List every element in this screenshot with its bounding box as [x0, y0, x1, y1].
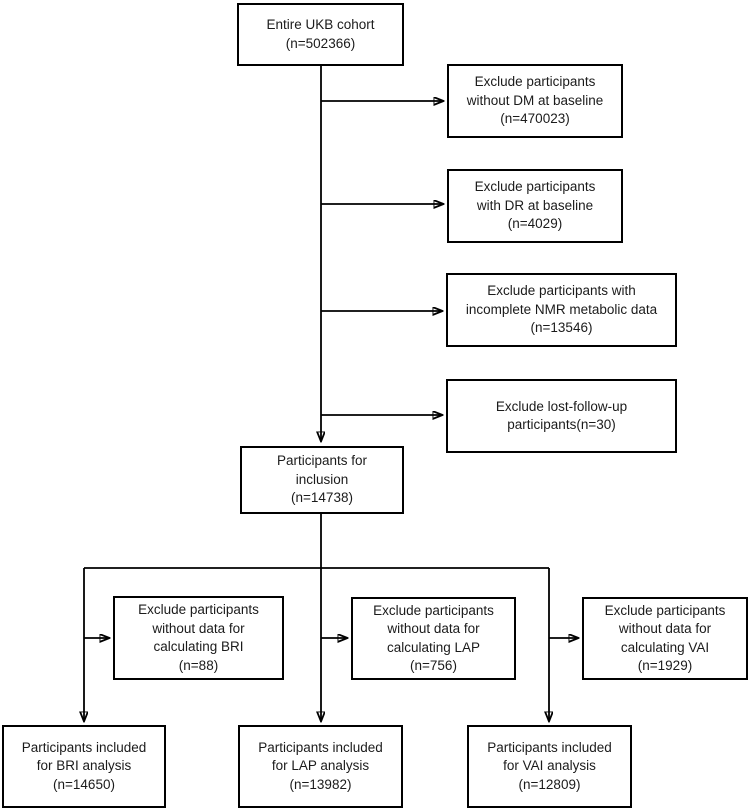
box-text-line: (n=12809)	[518, 776, 581, 792]
box-included-vai-analysis: Participants included for VAI analysis (…	[467, 725, 632, 808]
box-text-line: (n=88)	[178, 657, 219, 673]
box-text-line: Exclude lost-follow-up	[495, 398, 628, 414]
box-text-line: (n=1929)	[637, 658, 693, 673]
box-text-line: Exclude participants with	[487, 283, 636, 299]
box-text-line: (n=13982)	[289, 776, 352, 792]
box-text-line: incomplete NMR metabolic data	[465, 301, 658, 317]
box-text-line: calculating LAP	[386, 639, 481, 655]
box-text-line: Entire UKB cohort	[266, 17, 375, 32]
box-text-line: (n=502366)	[285, 35, 356, 51]
box-included-bri-analysis: Participants included for BRI analysis (…	[2, 725, 166, 808]
box-text-line: for BRI analysis	[36, 758, 132, 774]
box-text-line: (n=14738)	[291, 490, 353, 506]
box-exclude-no-bri-data: Exclude participants without data for ca…	[113, 596, 284, 680]
box-text-line: for LAP analysis	[271, 758, 370, 774]
box-exclude-no-vai-data: Exclude participants without data for ca…	[582, 597, 748, 680]
box-text-line: inclusion	[295, 471, 349, 487]
box-text-line: Exclude participants	[474, 179, 596, 195]
box-text-line: with DR at baseline	[476, 197, 594, 213]
box-text-line: (n=756)	[410, 658, 457, 673]
box-exclude-with-dr: Exclude participants with DR at baseline…	[447, 169, 623, 243]
box-text-line: without data for	[618, 621, 712, 636]
box-entire-ukb-cohort: Entire UKB cohort (n=502366)	[237, 3, 404, 66]
box-exclude-no-lap-data: Exclude participants without data for ca…	[351, 597, 516, 680]
box-text-line: Participants for	[276, 453, 368, 469]
box-text-line: without data for	[387, 621, 480, 636]
box-text-line: without DM at baseline	[466, 92, 604, 108]
box-text-line: Exclude participants	[474, 74, 596, 90]
box-text-line: Exclude participants	[138, 602, 259, 617]
box-text-line: calculating BRI	[153, 639, 244, 654]
box-text-line: Participants included	[258, 739, 383, 755]
box-included-lap-analysis: Participants included for LAP analysis (…	[238, 725, 403, 808]
box-text-line: Participants included	[21, 739, 147, 755]
box-exclude-incomplete-nmr: Exclude participants with incomplete NMR…	[446, 273, 677, 347]
box-text-line: calculating VAI	[620, 639, 710, 655]
box-text-line: Exclude participants	[604, 602, 726, 618]
box-participants-for-inclusion: Participants for inclusion (n=14738)	[240, 446, 404, 514]
box-text-line: without data for	[152, 620, 245, 636]
box-text-line: (n=13546)	[530, 320, 593, 336]
box-text-line: participants(n=30)	[507, 417, 616, 432]
box-text-line: (n=14650)	[53, 776, 115, 792]
box-text-line: (n=470023)	[500, 111, 570, 127]
box-text-line: for VAI analysis	[503, 758, 596, 774]
box-text-line: Participants included	[487, 739, 612, 755]
box-text-line: (n=4029)	[507, 216, 563, 232]
box-text-line: Exclude participants	[373, 602, 494, 618]
box-exclude-lost-follow-up: Exclude lost-follow-up participants(n=30…	[446, 379, 677, 453]
box-exclude-without-dm: Exclude participants without DM at basel…	[447, 64, 623, 138]
